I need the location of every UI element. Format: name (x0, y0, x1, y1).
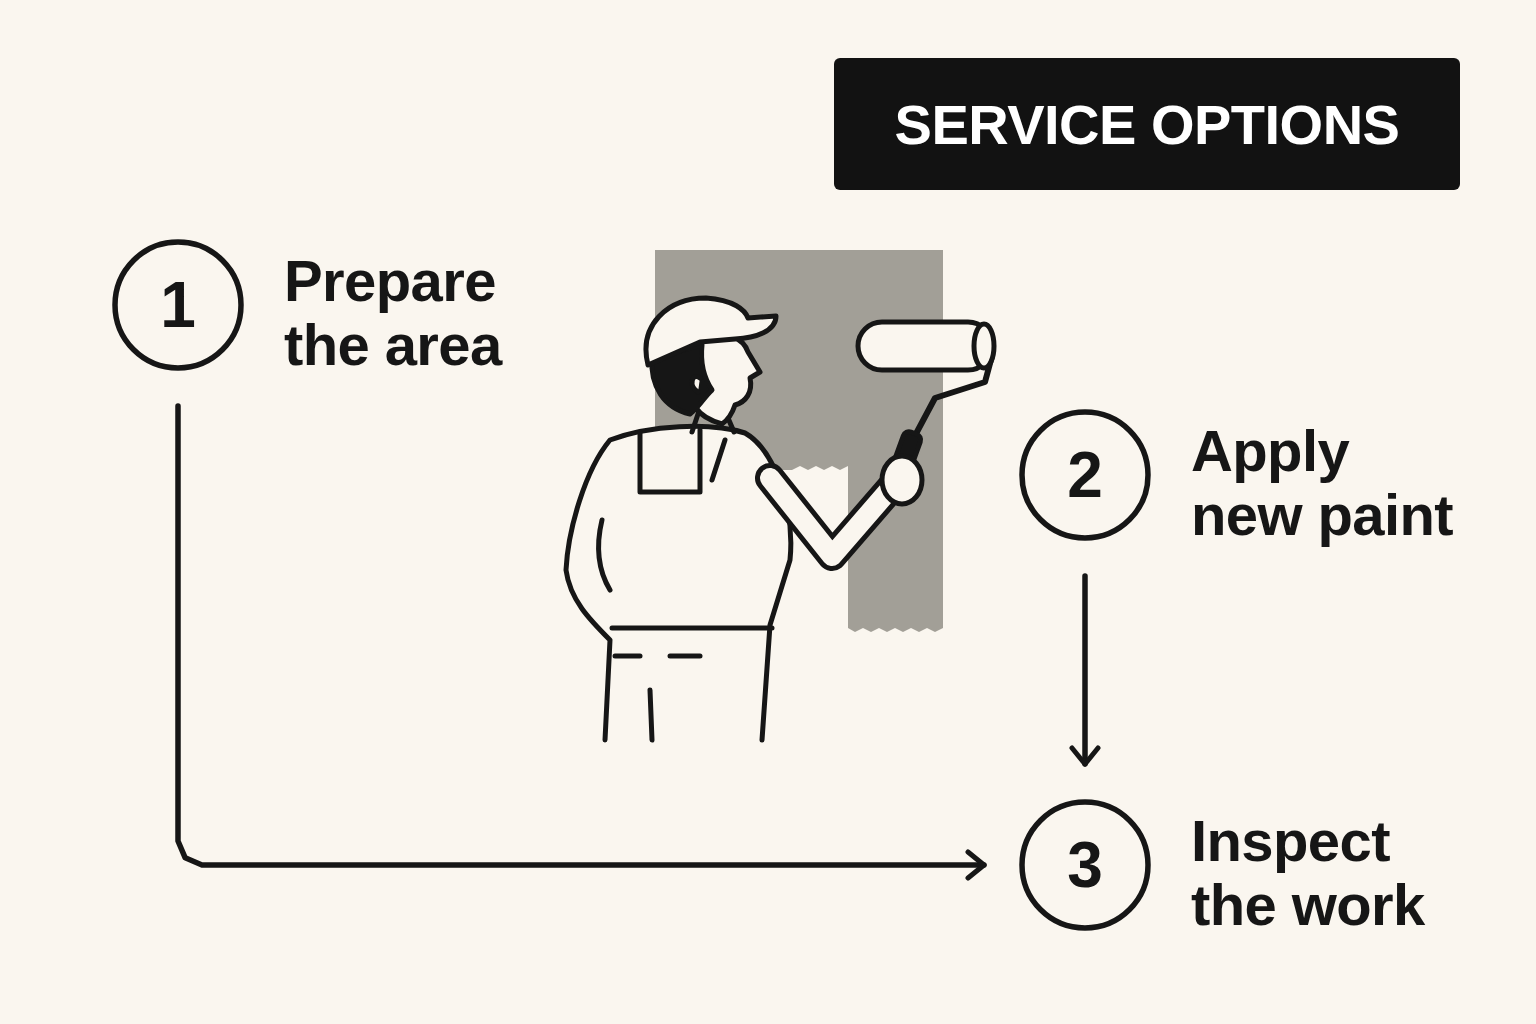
step-label: Inspect the work (1191, 809, 1469, 937)
overall-bib (640, 430, 700, 492)
pocket-line (615, 654, 640, 659)
step-number: 2 (1019, 409, 1151, 541)
flow-arrow (1082, 576, 1088, 764)
flow-arrow (178, 406, 984, 865)
waistband (612, 626, 772, 631)
step-number: 1 (112, 239, 244, 371)
cap (646, 298, 776, 365)
step-circle: 2Apply new paint (1019, 409, 1151, 541)
arm-fill (770, 478, 896, 556)
step-circle: 3Inspect the work (1019, 799, 1151, 931)
step-number: 3 (1019, 799, 1151, 931)
painter-group (566, 250, 994, 740)
ear (692, 377, 700, 392)
step-label: Prepare the area (284, 249, 562, 377)
step-circle: 1Prepare the area (112, 239, 244, 371)
roller-end (974, 324, 994, 368)
overall-strap (712, 440, 725, 480)
title-banner: SERVICE OPTIONS (834, 58, 1460, 190)
hand (882, 456, 922, 504)
step-label: Apply new paint (1191, 419, 1469, 547)
arm-outline (770, 478, 896, 556)
leg-seam (650, 690, 652, 740)
pocket-line (670, 654, 700, 659)
sleeve-line (599, 520, 610, 590)
title-text: SERVICE OPTIONS (895, 92, 1400, 157)
